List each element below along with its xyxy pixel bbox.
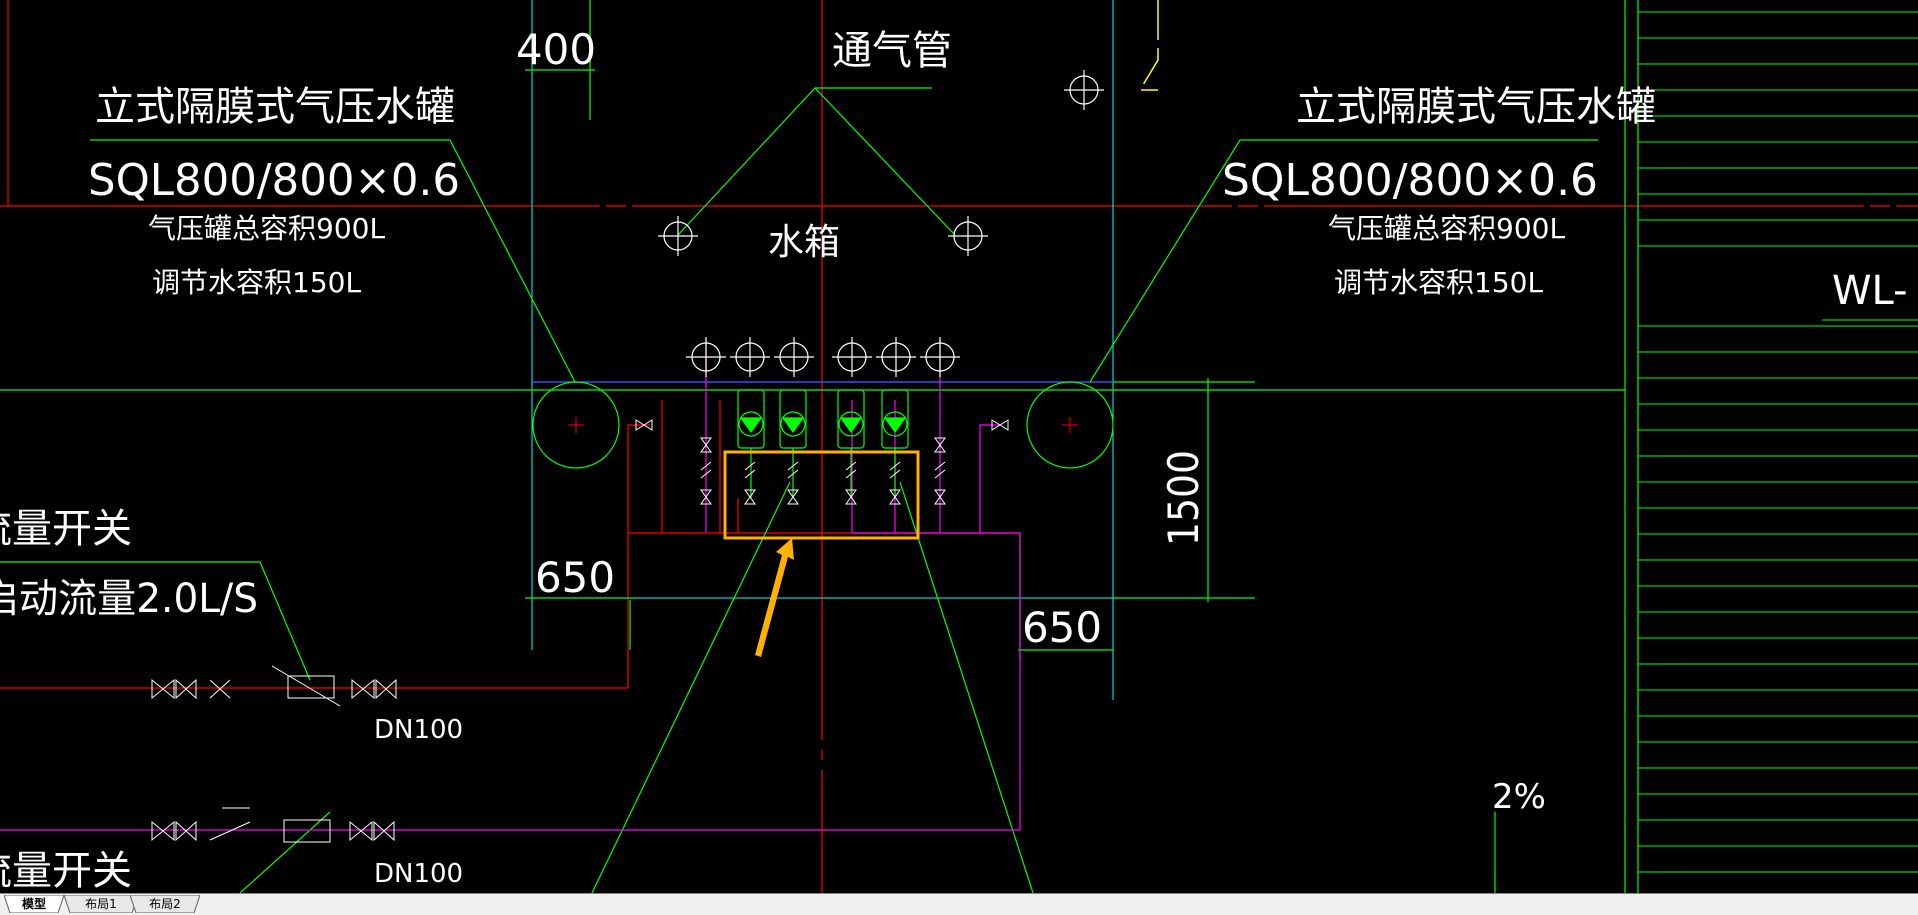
highlight-box bbox=[723, 450, 920, 540]
start-flow-label: 启动流量2.0L/S bbox=[0, 576, 258, 622]
tank-right-model: SQL800/800×0.6 bbox=[1222, 155, 1598, 206]
flow-switch-bottom: 流量开关 bbox=[0, 848, 132, 893]
tab-layout1-label: 布局1 bbox=[85, 897, 117, 911]
tab-shape bbox=[4, 895, 64, 913]
tab-layout2[interactable]: 布局2 bbox=[130, 895, 200, 913]
valve-symbols bbox=[151, 419, 1009, 843]
tab-shape bbox=[130, 895, 200, 913]
pump-4 bbox=[881, 389, 909, 498]
highlight-arrow bbox=[755, 538, 794, 657]
tank-right-name: 立式隔膜式气压水罐 bbox=[1296, 84, 1656, 130]
pipe-tag: WL- bbox=[1832, 268, 1908, 314]
dn100-bottom: DN100 bbox=[374, 859, 463, 889]
dim-400: 400 bbox=[516, 25, 596, 74]
tab-model[interactable]: 模型 bbox=[4, 895, 64, 913]
tank-left-name: 立式隔膜式气压水罐 bbox=[95, 84, 455, 130]
water-tank-label: 水箱 bbox=[768, 222, 840, 263]
slope-label: 2% bbox=[1492, 777, 1546, 817]
pump-2 bbox=[779, 389, 807, 498]
cad-drawing-canvas[interactable]: 立式隔膜式气压水罐 SQL800/800×0.6 气压罐总容积900L 调节水容… bbox=[0, 0, 1918, 893]
drawing-labels: 立式隔膜式气压水罐 SQL800/800×0.6 气压罐总容积900L 调节水容… bbox=[0, 25, 1908, 893]
green-lines bbox=[0, 0, 1918, 893]
tank-left-adjust-volume: 调节水容积150L bbox=[152, 266, 361, 299]
cad-drawing: 立式隔膜式气压水罐 SQL800/800×0.6 气压罐总容积900L 调节水容… bbox=[0, 0, 1918, 893]
tab-layout1[interactable]: 布局1 bbox=[64, 895, 138, 913]
dim-650-right: 650 bbox=[1022, 603, 1102, 652]
dn100-top: DN100 bbox=[374, 715, 463, 745]
flow-switch-top: 流量开关 bbox=[0, 506, 132, 552]
pump-1 bbox=[737, 389, 765, 498]
red-lines bbox=[0, 0, 1918, 893]
tank-right-adjust-volume: 调节水容积150L bbox=[1334, 266, 1543, 299]
pump-3 bbox=[837, 389, 865, 498]
tank-center-marks bbox=[568, 417, 1078, 433]
tank-right-total-volume: 气压罐总容积900L bbox=[1328, 212, 1565, 245]
tab-layout2-label: 布局2 bbox=[149, 897, 181, 911]
tab-shape bbox=[64, 895, 138, 913]
tank-left-total-volume: 气压罐总容积900L bbox=[148, 212, 385, 245]
yellow-dashed bbox=[1138, 0, 1159, 91]
dim-650-left: 650 bbox=[535, 553, 615, 602]
crosshair-symbols bbox=[658, 70, 1104, 377]
layout-tab-bar: 模型 布局1 布局2 bbox=[0, 893, 1918, 915]
vent-pipe-label: 通气管 bbox=[832, 28, 952, 74]
pump-group bbox=[737, 389, 909, 498]
tab-model-label: 模型 bbox=[21, 897, 46, 911]
tank-left-model: SQL800/800×0.6 bbox=[88, 155, 460, 206]
dim-1500: 1500 bbox=[1159, 450, 1208, 546]
